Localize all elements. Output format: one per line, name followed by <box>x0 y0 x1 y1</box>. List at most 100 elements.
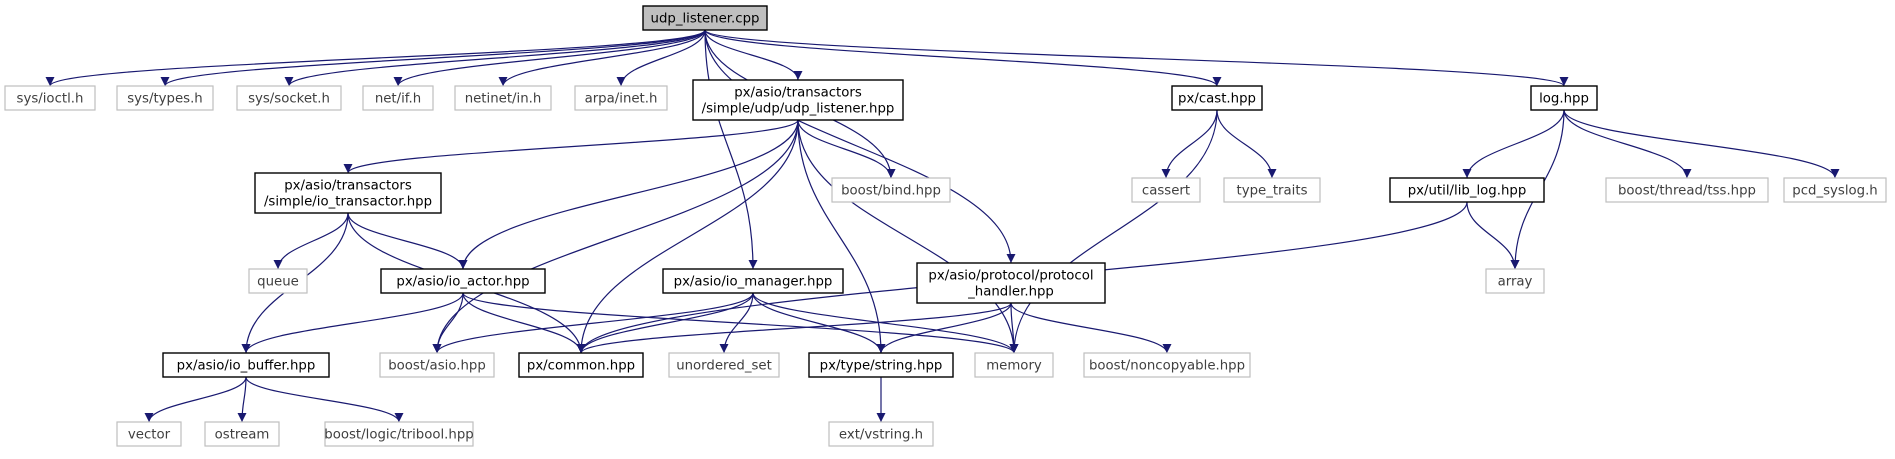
node-protocol-handler[interactable]: px/asio/protocol/protocol_handler.hpp <box>916 262 1106 304</box>
node-boost-bind: boost/bind.hpp <box>831 177 951 203</box>
node-log-hpp[interactable]: log.hpp <box>1530 85 1598 111</box>
edge-protocol-handler-to-px-common <box>576 302 1012 354</box>
node-sys-ioctl: sys/ioctl.h <box>4 85 96 111</box>
edge-px-cast-to-memory <box>1009 109 1218 354</box>
node-label: px/asio/protocol/protocol <box>928 269 1093 284</box>
node-label: type_traits <box>1236 184 1307 199</box>
edge-udp-listener-hpp-to-boost-bind <box>797 119 896 179</box>
edge-udp-listener-cpp-to-netinet-in <box>498 29 706 87</box>
node-unordered-set: unordered_set <box>668 352 780 378</box>
node-box <box>642 5 768 31</box>
node-label: unordered_set <box>676 359 772 374</box>
edge-udp-listener-hpp-to-px-common <box>576 119 799 354</box>
node-cassert: cassert <box>1131 177 1201 203</box>
node-box <box>380 268 546 294</box>
node-box <box>379 352 495 378</box>
nodes-layer: udp_listener.cpp sys/ioctl.h sys/types.h sy… <box>4 5 1887 447</box>
node-label: sys/ioctl.h <box>17 92 84 107</box>
node-box <box>1485 268 1545 294</box>
node-box <box>162 352 330 378</box>
edge-udp-listener-cpp-to-arpa-inet <box>616 29 706 87</box>
node-label: px/cast.hpp <box>1178 92 1256 107</box>
node-io-manager[interactable]: px/asio/io_manager.hpp <box>662 268 844 294</box>
node-label: netinet/in.h <box>465 92 542 107</box>
edge-io-manager-to-px-type-string <box>752 292 886 354</box>
edge-udp-listener-cpp-to-px-cast <box>704 29 1222 87</box>
node-label: memory <box>986 359 1042 374</box>
edge-udp-listener-hpp-to-px-type-string <box>797 119 886 354</box>
edge-protocol-handler-to-memory <box>1009 302 1019 354</box>
node-io-actor[interactable]: px/asio/io_actor.hpp <box>380 268 546 294</box>
node-box <box>808 352 954 378</box>
node-memory: memory <box>974 352 1054 378</box>
node-box <box>254 172 442 214</box>
node-label: boost/thread/tss.hpp <box>1618 184 1756 199</box>
edge-io-manager-to-unordered-set <box>719 292 754 354</box>
node-box <box>236 85 342 111</box>
node-label: px/util/lib_log.hpp <box>1408 184 1527 199</box>
edge-log-hpp-to-boost-thread-tss <box>1563 109 1692 179</box>
node-box <box>1171 85 1263 111</box>
node-box <box>1783 177 1887 203</box>
node-label: px/common.hpp <box>527 359 635 374</box>
node-boost-logic-tribool: boost/logic/tribool.hpp <box>324 421 474 447</box>
node-boost-asio: boost/asio.hpp <box>379 352 495 378</box>
node-label: boost/bind.hpp <box>841 184 941 199</box>
node-io-buffer[interactable]: px/asio/io_buffer.hpp <box>162 352 330 378</box>
node-px-type-string[interactable]: px/type/string.hpp <box>808 352 954 378</box>
node-box <box>1223 177 1321 203</box>
edge-udp-listener-hpp-to-io-actor <box>458 119 799 270</box>
node-udp-listener-hpp[interactable]: px/asio/transactors/simple/udp/udp_liste… <box>692 79 904 121</box>
edge-udp-listener-cpp-to-udp-listener-hpp <box>704 29 803 81</box>
edge-io-actor-to-io-buffer <box>241 292 464 354</box>
node-label: /simple/udp/udp_listener.hpp <box>702 102 895 117</box>
node-box <box>831 177 951 203</box>
node-label: net/if.h <box>375 92 421 107</box>
node-ostream: ostream <box>204 421 280 447</box>
edge-io-transactor-to-io-actor <box>347 212 468 270</box>
node-box <box>204 421 280 447</box>
node-label: px/asio/io_actor.hpp <box>396 275 529 290</box>
edge-udp-listener-cpp-to-sys-ioctl <box>45 29 706 87</box>
node-label: boost/logic/tribool.hpp <box>324 428 473 443</box>
node-sys-socket: sys/socket.h <box>236 85 342 111</box>
node-box <box>454 85 552 111</box>
node-box <box>518 352 644 378</box>
node-box <box>1605 177 1769 203</box>
edge-udp-listener-cpp-to-io-manager <box>704 29 758 270</box>
edge-protocol-handler-to-boost-noncopyable <box>1010 302 1172 354</box>
edge-udp-listener-cpp-to-net-if <box>393 29 706 87</box>
node-box <box>668 352 780 378</box>
node-box <box>1131 177 1201 203</box>
node-label: log.hpp <box>1539 92 1589 107</box>
node-net-if: net/if.h <box>362 85 434 111</box>
node-label: px/asio/transactors <box>734 86 862 101</box>
node-px-cast[interactable]: px/cast.hpp <box>1171 85 1263 111</box>
node-type-traits: type_traits <box>1223 177 1321 203</box>
node-label: boost/asio.hpp <box>388 359 486 374</box>
node-label: udp_listener.cpp <box>651 12 760 27</box>
edge-io-manager-to-boost-asio <box>432 292 754 354</box>
edge-px-cast-to-type-traits <box>1216 109 1277 179</box>
node-boost-noncopyable: boost/noncopyable.hpp <box>1083 352 1251 378</box>
node-label: array <box>1498 275 1533 290</box>
node-box <box>324 421 474 447</box>
node-label: px/type/string.hpp <box>820 359 943 374</box>
node-udp-listener-cpp[interactable]: udp_listener.cpp <box>642 5 768 31</box>
node-label: ostream <box>215 428 270 443</box>
node-label: px/asio/io_manager.hpp <box>674 275 833 290</box>
edge-px-cast-to-cassert <box>1161 109 1218 179</box>
node-label: /simple/io_transactor.hpp <box>264 195 432 210</box>
node-netinet-in: netinet/in.h <box>454 85 552 111</box>
node-px-common[interactable]: px/common.hpp <box>518 352 644 378</box>
edge-io-transactor-to-queue <box>273 212 349 270</box>
node-box <box>4 85 96 111</box>
node-box <box>916 262 1106 304</box>
node-sys-types: sys/types.h <box>116 85 214 111</box>
edge-io-buffer-to-ostream <box>237 376 247 423</box>
node-io-transactor[interactable]: px/asio/transactors/simple/io_transactor… <box>254 172 442 214</box>
node-lib-log[interactable]: px/util/lib_log.hpp <box>1389 177 1545 203</box>
node-box <box>1389 177 1545 203</box>
edge-lib-log-to-array <box>1466 201 1520 270</box>
